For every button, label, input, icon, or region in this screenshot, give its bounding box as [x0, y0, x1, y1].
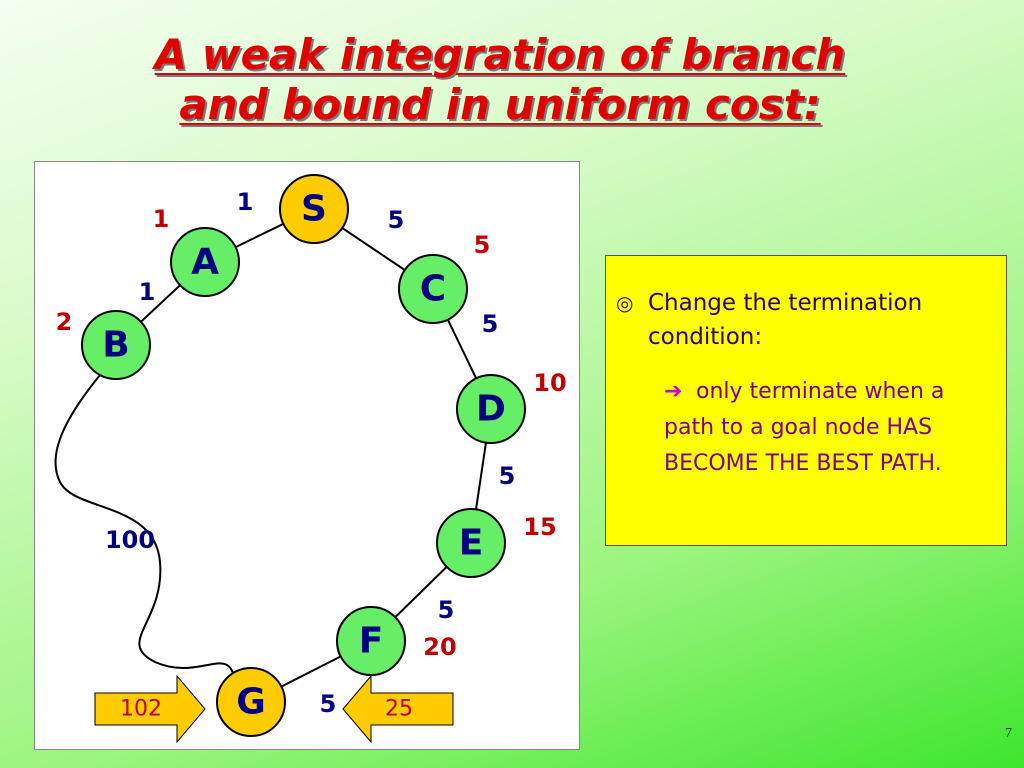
bullet-change-termination: ◎ Change the termination condition: — [616, 286, 996, 354]
termination-note-box: ◎ Change the termination condition: ➔ on… — [605, 255, 1007, 546]
goal-cost-left: 102 — [120, 697, 162, 722]
node-label-D: D — [476, 389, 506, 430]
bullet1-text: Change the termination condition: — [648, 290, 923, 350]
node-label-C: C — [420, 269, 446, 310]
node-C — [398, 254, 468, 324]
node-label-B: B — [102, 325, 129, 366]
node-E — [436, 508, 506, 578]
node-label-S: S — [301, 189, 327, 230]
node-B — [81, 310, 151, 380]
title-line-2: and bound in uniform cost: — [179, 80, 821, 129]
edge-cost-C-D: 5 — [482, 310, 499, 338]
path-cost-D: 10 — [533, 369, 566, 397]
edge-cost-D-E: 5 — [499, 462, 516, 490]
goal-cost-right: 25 — [385, 697, 413, 722]
path-cost-F: 20 — [423, 633, 456, 661]
path-cost-C: 5 — [474, 231, 491, 259]
title-line-1: A weak integration of branch — [154, 30, 846, 79]
slide-title: A weak integration of branch and bound i… — [0, 30, 1000, 130]
path-cost-E: 15 — [523, 513, 556, 541]
node-D — [456, 374, 526, 444]
edge-cost-B-G: 100 — [105, 526, 155, 554]
edge-cost-F-G: 5 — [320, 690, 337, 718]
node-label-E: E — [459, 523, 484, 564]
node-label-G: G — [236, 682, 266, 723]
path-cost-A: 1 — [153, 205, 170, 233]
bullet2-text: only terminate when a path to a goal nod… — [664, 379, 945, 476]
goal-arrow-right — [342, 674, 454, 744]
sub-bullet-terminate: ➔ only terminate when a path to a goal n… — [664, 374, 994, 482]
node-F — [336, 606, 406, 676]
path-cost-B: 2 — [56, 308, 73, 336]
goal-arrow-left — [94, 674, 206, 744]
node-A — [170, 227, 240, 297]
edge-cost-A-B: 1 — [139, 278, 156, 306]
edge-cost-S-A: 1 — [237, 188, 254, 216]
node-label-F: F — [359, 621, 384, 662]
node-G — [216, 667, 286, 737]
bullet-circle-icon: ◎ — [616, 291, 634, 315]
node-S — [279, 174, 349, 244]
right-arrow-icon: ➔ — [664, 379, 683, 404]
edge-cost-E-F: 5 — [438, 596, 455, 624]
edge-B-G — [54, 374, 236, 683]
edge-cost-S-C: 5 — [388, 206, 405, 234]
page-number: 7 — [1005, 726, 1012, 741]
node-label-A: A — [191, 242, 219, 283]
